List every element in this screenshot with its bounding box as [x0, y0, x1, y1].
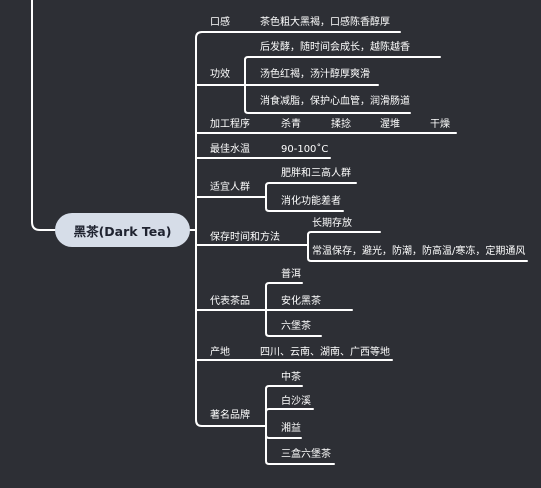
leaf-lines-people — [265, 182, 357, 212]
leaf-product[interactable]: 六堡茶 — [281, 321, 311, 332]
leaf-product[interactable]: 普洱 — [281, 269, 301, 280]
leaf-benefit[interactable]: 消食减脂，保护心血管，润滑肠道 — [260, 96, 410, 107]
leaf-benefit[interactable]: 汤色红褐，汤汁醇厚爽滑 — [260, 69, 370, 80]
leaf-brand[interactable]: 湘益 — [281, 423, 301, 434]
category-taste[interactable]: 口感 — [210, 17, 230, 28]
leaf-process-step[interactable]: 揉捻 — [331, 119, 351, 130]
leaf-process-step[interactable]: 干燥 — [430, 119, 450, 130]
leaf-people[interactable]: 消化功能差者 — [281, 196, 341, 207]
leaf-storage[interactable]: 长期存放 — [312, 218, 352, 229]
leaf-lines-benefits — [244, 56, 441, 114]
leaf-process-step[interactable]: 渥堆 — [380, 119, 400, 130]
leaf-benefit[interactable]: 后发酵，随时间会成长，越陈越香 — [260, 42, 410, 53]
leaf-lines-products — [265, 282, 353, 337]
category-process[interactable]: 加工程序 — [210, 119, 250, 130]
leaf-brand[interactable]: 白沙溪 — [281, 396, 311, 407]
leaf-product[interactable]: 安化黑茶 — [281, 296, 321, 307]
leaf-temp[interactable]: 90-100˚C — [281, 144, 329, 155]
root-incoming-line — [31, 0, 56, 231]
root-label: 黑茶(Dark Tea) — [73, 223, 172, 239]
category-temp[interactable]: 最佳水温 — [210, 144, 250, 155]
leaf-lines-brands — [265, 385, 335, 465]
category-origin[interactable]: 产地 — [210, 347, 230, 358]
leaf-brand[interactable]: 三盒六堡茶 — [281, 449, 331, 460]
category-people[interactable]: 适宜人群 — [210, 182, 250, 193]
leaf-taste[interactable]: 茶色粗大黑褐，口感陈香醇厚 — [260, 17, 390, 28]
category-storage[interactable]: 保存时间和方法 — [210, 232, 280, 243]
category-benefits[interactable]: 功效 — [210, 69, 230, 80]
leaf-brand[interactable]: 中茶 — [281, 372, 301, 383]
category-spine — [195, 31, 203, 427]
category-brands[interactable]: 著名品牌 — [210, 410, 250, 421]
leaf-process-step[interactable]: 杀青 — [281, 119, 301, 130]
root-node[interactable]: 黑茶(Dark Tea) — [55, 213, 190, 247]
leaf-origin[interactable]: 四川、云南、湖南、广西等地 — [260, 347, 390, 358]
leaf-storage[interactable]: 常温保存，避光，防潮，防高温/寒冻，定期通风 — [312, 246, 526, 257]
category-products[interactable]: 代表茶品 — [210, 296, 250, 307]
leaf-lines-storage — [307, 231, 528, 262]
leaf-people[interactable]: 肥胖和三高人群 — [281, 168, 351, 179]
